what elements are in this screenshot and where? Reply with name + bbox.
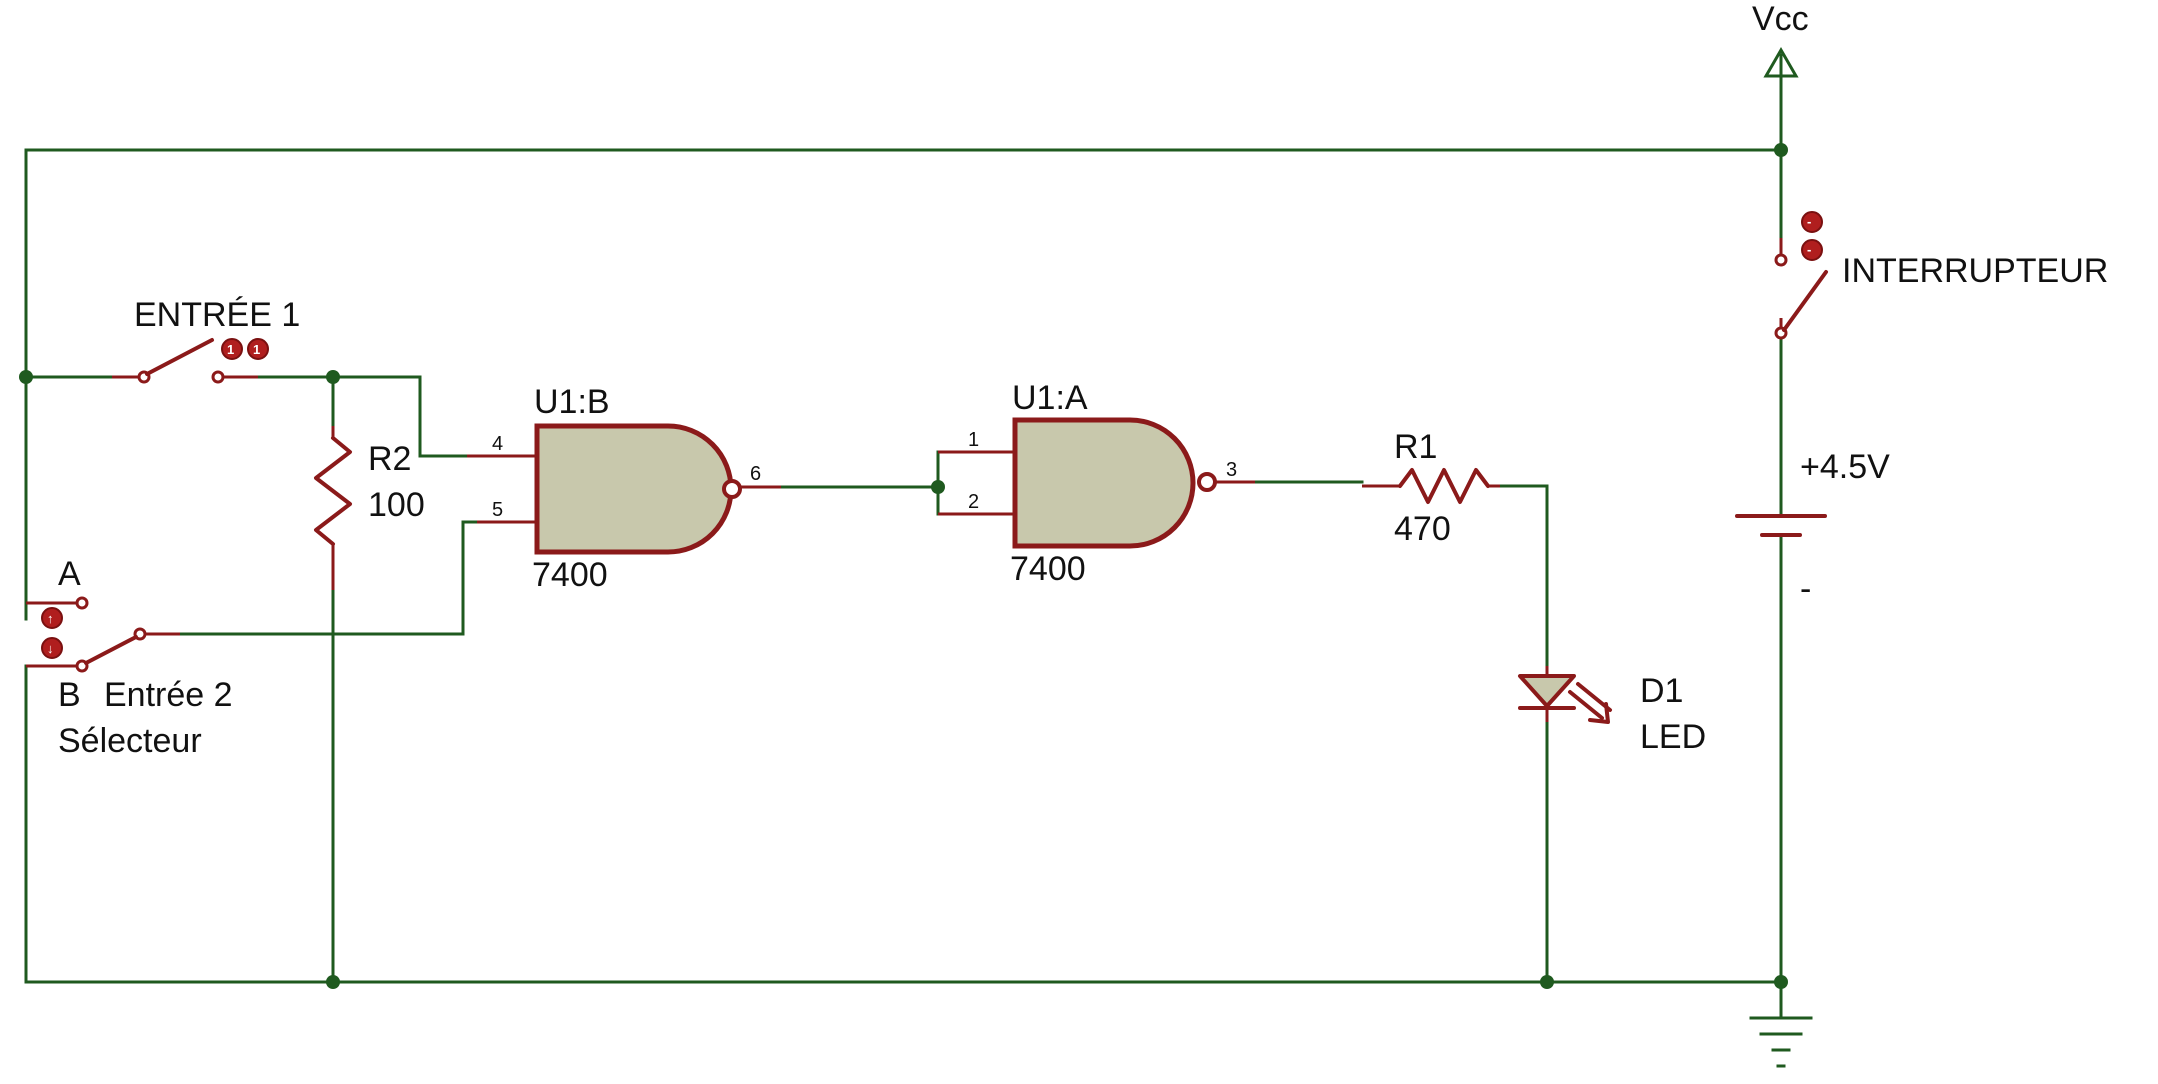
u1a-inverter-bubble [1197, 472, 1217, 492]
u1b-pin6-number: 6 [750, 463, 761, 485]
battery-label: +4.5V [1800, 448, 1890, 486]
u1b-pin4-number: 4 [492, 433, 503, 455]
junction-dot [326, 975, 340, 989]
junction-dot [1774, 143, 1788, 157]
led-d1: D1 LED [1518, 666, 1706, 756]
r1-name-label: R1 [1394, 428, 1437, 466]
battery-minus-label: - [1800, 570, 1811, 608]
svg-text:↑: ↑ [47, 611, 54, 626]
junction-dot [1774, 975, 1788, 989]
u1a-pin2-number: 2 [968, 491, 979, 513]
u1a-pin3-number: 3 [1226, 459, 1237, 481]
resistor-r2: R2 100 [314, 426, 425, 590]
selector-name-label: Sélecteur [58, 722, 202, 760]
junction-dot [1540, 975, 1554, 989]
r2-zigzag [314, 436, 352, 546]
wire-top-rail [24, 148, 1783, 621]
u1a-body [1012, 417, 1196, 549]
r1-zigzag [1398, 468, 1490, 504]
selector-toggle-icon[interactable]: ↑ ↓ [41, 607, 63, 659]
light-emission-icon [1568, 682, 1612, 724]
wire-r1-to-led [1498, 484, 1549, 668]
junction-dot [326, 370, 340, 384]
junctions [19, 143, 1788, 989]
junction-dot [931, 480, 945, 494]
selector-switch[interactable]: A ↑ ↓ B Entrée 2 Sélecteur [26, 555, 233, 760]
input1-label: ENTRÉE 1 [134, 296, 300, 334]
input1-contact [211, 370, 225, 384]
svg-text:1: 1 [253, 342, 260, 357]
power-switch-contact [1774, 253, 1788, 267]
svg-text:-: - [1807, 242, 1811, 257]
wire-selector-to-pin5 [178, 520, 479, 636]
power-switch[interactable]: - - INTERRUPTEUR [1774, 211, 2108, 340]
u1b-inverter-bubble [722, 479, 742, 499]
resistor-r1: R1 470 [1362, 428, 1500, 548]
power-switch-label: INTERRUPTEUR [1842, 252, 2108, 290]
u1b-part-label: 7400 [532, 556, 608, 594]
u1a-pin1-number: 1 [968, 429, 979, 451]
selector-lever [84, 635, 138, 665]
battery: +4.5V - [1735, 448, 1890, 608]
selector-b-label: B [58, 676, 81, 714]
nand-gate-u1b: 4 5 6 U1:B 7400 [467, 383, 781, 594]
u1a-part-label: 7400 [1010, 550, 1086, 588]
power-switch-lever [1782, 270, 1828, 332]
vcc-label: Vcc [1752, 0, 1809, 38]
selector-input-label: Entrée 2 [104, 676, 233, 714]
ground-icon [1749, 1016, 1813, 1068]
r2-value-label: 100 [368, 486, 425, 524]
vcc-arrow-icon [1763, 46, 1799, 82]
input1-toggle-icon[interactable]: 1 1 [221, 338, 269, 360]
junction-dot [19, 370, 33, 384]
r1-value-label: 470 [1394, 510, 1451, 548]
r2-name-label: R2 [368, 440, 411, 478]
input1-lever [145, 338, 214, 376]
svg-text:1: 1 [227, 342, 234, 357]
nand-gate-u1a: 1 2 3 U1:A 7400 [938, 379, 1255, 588]
u1b-body [534, 423, 734, 555]
selector-contact-a [75, 596, 89, 610]
u1b-name-label: U1:B [534, 383, 610, 421]
svg-text:↓: ↓ [47, 641, 54, 656]
u1b-pin5-number: 5 [492, 499, 503, 521]
wire-input1-to-pin4 [256, 375, 469, 458]
power-switch-toggle-icon[interactable]: - - [1801, 211, 1823, 261]
input-switch-1[interactable]: 1 1 ENTRÉE 1 [112, 296, 300, 384]
led-triangle [1518, 674, 1576, 708]
wires [24, 78, 1783, 1020]
led-name-label: D1 [1640, 672, 1683, 710]
led-type-label: LED [1640, 718, 1706, 756]
vcc-terminal: Vcc [1752, 0, 1809, 82]
selector-a-label: A [58, 555, 81, 593]
u1a-name-label: U1:A [1012, 379, 1088, 417]
svg-text:-: - [1807, 214, 1811, 229]
